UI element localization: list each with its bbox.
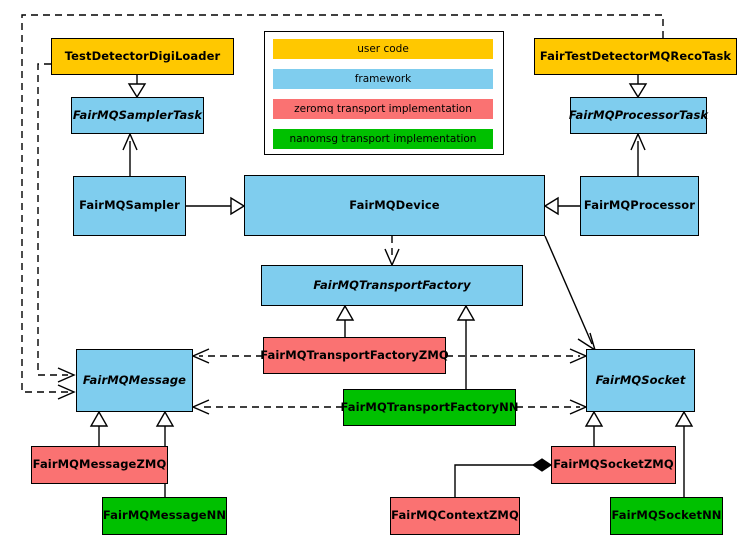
edge-factoryzmq-to-transportfactory bbox=[335, 304, 355, 337]
edge-factorynn-to-socket bbox=[516, 399, 588, 415]
node-fairmqsamplertask[interactable]: FairMQSamplerTask bbox=[71, 97, 204, 134]
legend-item-nanomsg: nanomsg transport implementation bbox=[273, 129, 493, 149]
node-fairmqtransportfactorynn[interactable]: FairMQTransportFactoryNN bbox=[340, 389, 519, 426]
node-fairmqcontextzmq[interactable]: FairMQContextZMQ bbox=[390, 497, 520, 535]
node-fairmqprocessor[interactable]: FairMQProcessor bbox=[580, 176, 699, 236]
node-label: FairMQSocketZMQ bbox=[553, 457, 674, 472]
node-fairmqmessage[interactable]: FairMQMessage bbox=[76, 349, 193, 412]
edge-sampler-to-device bbox=[186, 196, 246, 216]
node-label: FairMQMessageZMQ bbox=[32, 457, 167, 472]
edge-recotask-to-processortask bbox=[628, 75, 648, 99]
edge-recotask-to-message bbox=[21, 14, 664, 400]
edge-factoryzmq-to-socket bbox=[446, 348, 588, 364]
edge-device-to-transportfactory bbox=[384, 236, 400, 267]
legend-item-framework: framework bbox=[273, 69, 493, 89]
node-label: FairMQMessageNN bbox=[102, 508, 227, 523]
edge-device-to-socket bbox=[544, 235, 597, 352]
node-testdetectordigiloader[interactable]: TestDetectorDigiLoader bbox=[51, 38, 234, 75]
node-fairmqtransportfactoryzmq[interactable]: FairMQTransportFactoryZMQ bbox=[260, 337, 449, 374]
node-label: FairMQTransportFactoryNN bbox=[340, 399, 519, 414]
node-fairmqprocessortask[interactable]: FairMQProcessorTask bbox=[568, 97, 709, 134]
node-label: FairMQProcessor bbox=[583, 198, 696, 213]
node-label: FairMQSocketNN bbox=[611, 508, 722, 523]
edge-socketzmq-to-socket bbox=[584, 410, 604, 446]
edge-digiloader-to-message bbox=[37, 63, 76, 383]
node-label: FairMQProcessorTask bbox=[568, 107, 709, 122]
node-label: FairMQTransportFactoryZMQ bbox=[260, 347, 449, 362]
node-fairmqmessagenn[interactable]: FairMQMessageNN bbox=[102, 497, 227, 535]
node-label: FairMQMessage bbox=[82, 372, 187, 387]
edge-factorynn-to-transportfactory bbox=[456, 304, 476, 389]
edge-factoryzmq-to-message bbox=[191, 348, 263, 364]
edge-sampler-to-samplertask bbox=[122, 132, 138, 176]
node-label: FairMQSocket bbox=[595, 372, 686, 387]
node-fairmqtransportfactory[interactable]: FairMQTransportFactory bbox=[261, 265, 523, 306]
node-label: FairMQSamplerTask bbox=[72, 107, 203, 122]
node-label: FairMQTransportFactory bbox=[313, 277, 471, 292]
legend-item-label: nanomsg transport implementation bbox=[289, 133, 477, 145]
node-fairmqsocketnn[interactable]: FairMQSocketNN bbox=[610, 497, 723, 535]
edge-factorynn-to-message bbox=[191, 399, 343, 415]
legend-item-user-code: user code bbox=[273, 39, 493, 59]
node-fairmqmessagezmq[interactable]: FairMQMessageZMQ bbox=[31, 446, 168, 484]
node-label: FairMQContextZMQ bbox=[391, 508, 519, 523]
legend-item-label: framework bbox=[354, 73, 412, 85]
node-fairmqsampler[interactable]: FairMQSampler bbox=[73, 176, 186, 236]
node-fairmqdevice[interactable]: FairMQDevice bbox=[244, 175, 545, 236]
legend-item-zeromq: zeromq transport implementation bbox=[273, 99, 493, 119]
node-fairtestdetectormqrecotask[interactable]: FairTestDetectorMQRecoTask bbox=[534, 38, 737, 75]
node-label: FairMQSampler bbox=[79, 198, 180, 213]
node-fairmqsocketzmq[interactable]: FairMQSocketZMQ bbox=[551, 446, 676, 484]
legend: user code framework zeromq transport imp… bbox=[264, 31, 504, 155]
legend-item-label: user code bbox=[357, 43, 409, 55]
node-label: TestDetectorDigiLoader bbox=[64, 48, 221, 63]
edge-messagezmq-to-message bbox=[89, 410, 109, 446]
node-fairmqsocket[interactable]: FairMQSocket bbox=[586, 349, 695, 412]
edge-socketnn-to-socket bbox=[674, 410, 694, 497]
edge-contextzmq-to-socketzmq bbox=[454, 458, 553, 497]
edge-processor-to-device bbox=[543, 196, 580, 216]
node-label: FairMQDevice bbox=[349, 197, 440, 212]
edge-processor-to-processortask bbox=[630, 132, 646, 176]
node-label: FairTestDetectorMQRecoTask bbox=[539, 48, 732, 63]
legend-item-label: zeromq transport implementation bbox=[294, 103, 472, 115]
edge-digiloader-to-samplertask bbox=[127, 75, 147, 99]
